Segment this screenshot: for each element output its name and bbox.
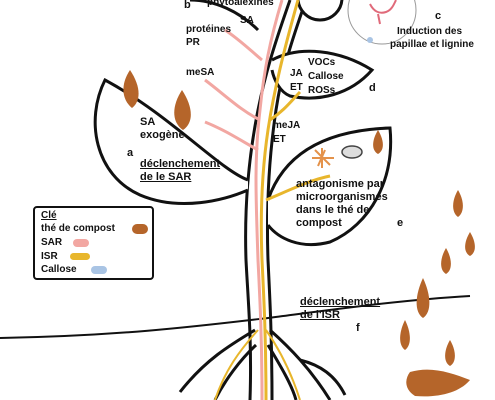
legend-swatch-sar	[73, 239, 89, 247]
label-ross: ROSs	[308, 85, 336, 96]
label-antagonisme-4: compost	[296, 217, 342, 229]
label-vocs: VOCs	[308, 57, 336, 68]
label-induction-2: papillae et lignine	[390, 39, 474, 50]
legend-label-compost: thé de compost	[41, 223, 115, 234]
label-antagonisme-1: antagonisme par	[296, 178, 385, 190]
leaf-a	[93, 77, 249, 206]
label-induction-1: Induction des	[397, 26, 462, 37]
label-sa-exogene-1: SA	[140, 116, 156, 128]
legend-label-callose: Callose	[41, 264, 77, 275]
compost-drop	[123, 70, 139, 108]
label-proteines: protéines	[186, 24, 232, 35]
legend-swatch-callose	[91, 266, 107, 274]
label-f: f	[356, 322, 360, 334]
ground-line	[0, 295, 471, 339]
label-sa-top: SA	[240, 15, 254, 26]
leaf-b	[189, 0, 260, 32]
isr-pathway	[259, 0, 300, 400]
legend-swatch-compost	[132, 224, 148, 234]
legend-swatch-isr	[70, 253, 90, 260]
label-callose: Callose	[308, 71, 344, 82]
microorganism-icon	[312, 148, 334, 168]
sar-pathway	[254, 0, 284, 400]
leaf-d	[270, 49, 375, 100]
label-e: e	[397, 217, 404, 229]
label-c: c	[435, 10, 442, 22]
compost-drop	[416, 278, 430, 318]
microscope-icon	[341, 145, 363, 159]
label-declenchement-isr-2: de l'ISR	[300, 309, 340, 321]
compost-drop	[465, 232, 475, 256]
compost-drop	[453, 190, 463, 217]
label-phytoalexines: phytoalexines	[207, 0, 274, 8]
callose-marker	[367, 37, 373, 43]
papillae-icon	[369, 0, 397, 25]
label-declenchement-isr-1: déclenchement	[300, 296, 381, 308]
label-antagonisme-2: microorganismes	[296, 191, 388, 203]
label-declenchement-sar-2: de le SAR	[140, 171, 192, 183]
label-et-mid: ET	[273, 134, 286, 145]
label-ja: JA	[290, 68, 303, 79]
legend: Clé thé de compost SAR ISR Callose	[33, 206, 154, 280]
compost-drop	[174, 90, 191, 130]
compost-drop	[445, 340, 455, 366]
compost-drop	[441, 248, 451, 274]
legend-label-isr: ISR	[41, 251, 58, 262]
leaf-e	[266, 126, 393, 247]
compost-drop	[373, 130, 383, 154]
label-meja: meJA	[273, 120, 301, 131]
legend-title: Clé	[41, 210, 57, 221]
label-d: d	[369, 82, 376, 94]
label-et-top: ET	[290, 82, 303, 93]
leaf-c-bud	[296, 0, 344, 22]
label-b: b	[184, 0, 191, 11]
label-pr: PR	[186, 37, 200, 48]
label-declenchement-sar-1: déclenchement	[140, 158, 221, 170]
compost-drop	[400, 320, 410, 350]
label-a: a	[127, 147, 134, 159]
roots	[178, 328, 347, 400]
zoom-circle	[347, 0, 417, 45]
label-sa-exogene-2: exogène	[140, 129, 185, 141]
label-antagonisme-3: dans le thé de	[296, 204, 370, 216]
compost-cluster	[406, 369, 470, 397]
label-mesa: meSA	[186, 67, 215, 78]
legend-label-sar: SAR	[41, 237, 63, 248]
